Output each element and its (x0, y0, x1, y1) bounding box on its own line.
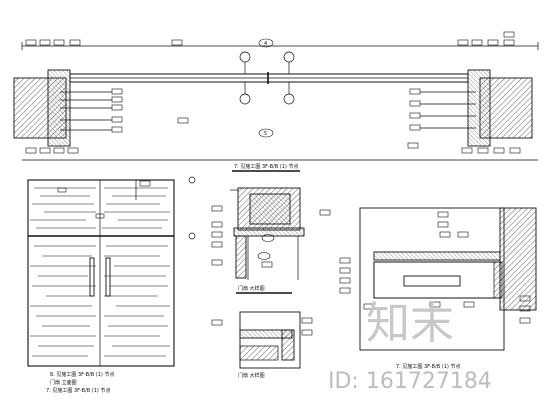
door-frame-elevation (27, 179, 175, 367)
leader-tags-left (25, 39, 189, 154)
elevation-caption: 8. 见施工图 3F-B/B (1) 节点 (50, 371, 114, 378)
callout-top (258, 38, 274, 48)
watermark-logo-text: 知末 (366, 298, 454, 349)
door-elevation: 8. 见施工图 3F-B/B (1) 节点 门扇 立面图 (27, 176, 196, 386)
right-jamb (467, 69, 491, 147)
watermark-id: ID: 161727184 (328, 369, 492, 394)
wood-grain-lines (30, 187, 170, 357)
jamb-detail: 门扇 大样图 (211, 187, 331, 294)
bottom-detail: 门扇 大样图 (211, 311, 313, 379)
head-detail-tags (339, 211, 531, 324)
plan-section: 4 5 7. 见施工 (13, 31, 539, 172)
callout-bottom (258, 128, 274, 138)
mid-detail-caption: 门扇 大样图 (238, 285, 265, 292)
leader-tags-right (407, 31, 521, 154)
watermark: 知末 ID: 161727184 (328, 298, 492, 394)
bottom-left-caption: 7. 见施工图 3F-B/B (1) 节点 (46, 387, 110, 394)
plan-caption: 7. 见施工图 3F-B/B (1) 节点 (234, 163, 298, 170)
callout-bottom-label: 5 (264, 131, 267, 137)
door-handles-plan (239, 51, 295, 105)
callout-top-label: 4 (264, 41, 267, 47)
elevation-sub-caption: 门扇 立面图 (50, 379, 77, 386)
head-detail: 7. 见施工图 3F-B/B (1) 节点 (339, 207, 537, 370)
head-detail-caption: 7. 见施工图 3F-B/B (1) 节点 (396, 363, 460, 370)
right-pull-handle (105, 257, 111, 297)
bottom-detail-caption: 门扇 大样图 (238, 372, 265, 379)
left-pull-handle (89, 257, 95, 297)
